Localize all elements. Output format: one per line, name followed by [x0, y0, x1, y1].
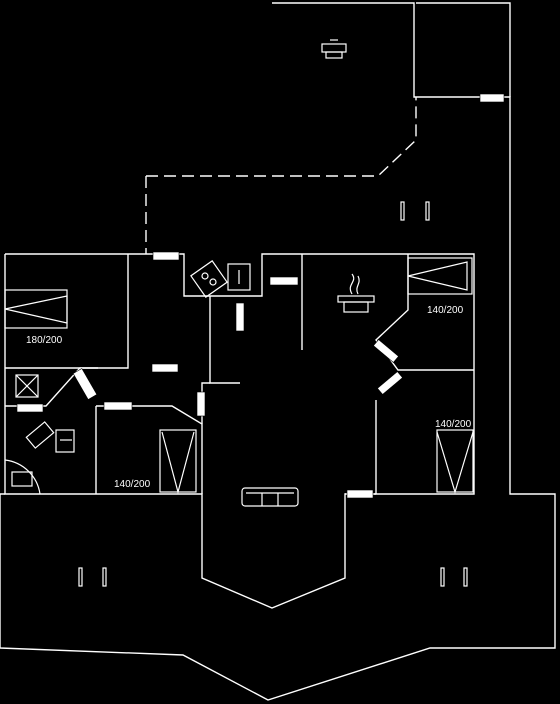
sink-icon: [227, 263, 251, 291]
opening-8: [196, 391, 206, 417]
opening-11: [373, 339, 399, 363]
laundry-icon: [4, 459, 41, 495]
bed-bottom-middle: 140/200: [114, 429, 197, 495]
opening-6: [103, 401, 133, 411]
bed-right-top-label: 140/200: [427, 305, 464, 316]
opening-12: [377, 371, 403, 395]
opening-4: [235, 302, 245, 332]
opening-1: [479, 93, 505, 103]
bed-right-top: 140/200: [407, 257, 473, 316]
toilet-icon: [25, 421, 75, 453]
grill-icon: [321, 39, 347, 59]
opening-9: [346, 489, 374, 499]
opening-5: [151, 363, 179, 373]
opening-3: [269, 276, 299, 286]
opening-7: [16, 403, 44, 413]
bed-bottom-middle-label: 140/200: [114, 479, 151, 490]
shower-icon: [15, 374, 39, 398]
opening-10: [72, 368, 98, 400]
opening-2: [152, 251, 180, 261]
terrace-markers: [78, 201, 468, 587]
sofa-icon: [241, 487, 299, 507]
bed-right-bottom-label: 140/200: [435, 419, 472, 430]
stove-icon: [190, 260, 228, 298]
bed-right-bottom: 140/200: [435, 419, 474, 495]
bed-left: 180/200: [4, 289, 68, 346]
openings: [16, 93, 505, 499]
fireplace-icon: [337, 273, 375, 313]
bed-left-label: 180/200: [26, 335, 63, 346]
